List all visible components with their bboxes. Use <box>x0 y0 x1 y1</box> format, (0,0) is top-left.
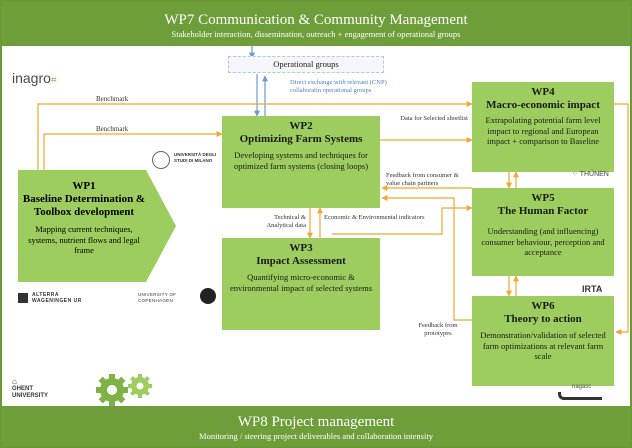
wp3-title: WP3 <box>289 242 313 254</box>
wp1-title: WP1 <box>72 180 96 192</box>
arrow-benchmark-wp2 <box>43 131 223 170</box>
alterra-logo-text: ALTERRA WAGENINGEN UR <box>32 292 82 304</box>
arrow-wp3-to-wp5 <box>332 205 473 235</box>
wp7-title: WP7 Communication & Community Management <box>164 12 468 28</box>
alterra-logo: ALTERRA WAGENINGEN UR <box>18 292 100 306</box>
thunen-mark-icon: ⁘ <box>572 171 580 178</box>
inagro-mark-icon: ⌗ <box>50 75 57 86</box>
arrow-benchmark-wp4 <box>37 101 473 170</box>
wp8-title: WP8 Project management <box>237 414 395 430</box>
copenhagen-seal-icon <box>200 288 216 304</box>
wp6-box: WP6 Theory to action Demonstration/valid… <box>472 296 614 386</box>
wp2-title: WP2 <box>289 120 313 132</box>
wp2-subtitle: Optimizing Farm Systems <box>239 133 363 145</box>
wp3-description: Quantifying micro-economic & environment… <box>229 272 373 293</box>
wp8-band: WP8 Project management Monitoring / stee… <box>2 406 630 446</box>
econ-env-label: Economic & Environmental indicators <box>324 214 425 221</box>
ghent-logo: ⌂ GHENT UNIVERSITY <box>12 378 52 399</box>
irta-logo: IRTA <box>582 284 603 294</box>
inagro-logo: inagro⌗ <box>12 70 57 86</box>
feedback-prototypes-label: Feedback from prototypes <box>418 322 458 337</box>
wp6-description: Demonstration/validation of selected far… <box>480 330 606 361</box>
wp7-band: WP7 Communication & Community Management… <box>2 2 630 46</box>
wp2-box: WP2 Optimizing Farm Systems Developing s… <box>222 116 380 208</box>
inagro-logo-text: inagro <box>12 70 51 86</box>
wp3-box: WP3 Impact Assessment Quantifying micro-… <box>222 238 380 330</box>
thunen-logo: ⁘ THÜNEN <box>572 170 609 178</box>
wp1-subtitle: Baseline Determination & Toolbox develop… <box>22 193 146 218</box>
wp1-description: Mapping current techniques, systems, nut… <box>28 224 140 255</box>
arrow-wp4-to-wp6 <box>614 103 629 335</box>
nagasc-logo-text: nagasc <box>572 384 592 390</box>
nagasc-mark-icon <box>558 392 602 400</box>
wp1-shape <box>18 170 176 282</box>
operational-groups-box: Operational groups <box>228 56 384 73</box>
copenhagen-logo-text: UNIVERSITY OF COPENHAGEN <box>138 292 177 303</box>
wp4-subtitle: Macro-economic impact <box>486 99 600 111</box>
milano-logo-text: UNIVERSITÀ DEGLI STUDI DI MILANO <box>174 152 217 163</box>
wp4-title: WP4 <box>531 86 555 98</box>
thunen-logo-text: THÜNEN <box>579 171 609 178</box>
nagasc-logo: nagasc <box>558 384 608 404</box>
wp6-title: WP6 <box>531 300 555 312</box>
gears-icon <box>96 374 152 406</box>
benchmark-label-1: Benchmark <box>96 95 129 103</box>
wp4-box: WP4 Macro-economic impact Extrapolating … <box>472 82 614 172</box>
milano-seal-icon <box>152 151 170 169</box>
alterra-mark-icon <box>18 293 28 303</box>
wp3-subtitle: Impact Assessment <box>256 255 346 267</box>
wp4-description: Extrapolating potential farm level impac… <box>485 115 601 146</box>
copenhagen-logo: UNIVERSITY OF COPENHAGEN <box>138 288 218 308</box>
ghent-building-icon: ⌂ <box>12 377 17 386</box>
wp8-subtitle: Monitoring / steering project deliverabl… <box>199 431 433 441</box>
wp5-description: Understanding (and influencing) consumer… <box>481 226 605 257</box>
ghent-logo-text: GHENT UNIVERSITY <box>12 386 49 399</box>
wp7-subtitle: Stakeholder interaction, dissemination, … <box>171 29 461 39</box>
wp5-subtitle: The Human Factor <box>497 205 589 217</box>
wp5-box: WP5 The Human Factor Understanding (and … <box>472 188 614 276</box>
arrow-wp6-to-wp2 <box>381 195 472 321</box>
milano-logo: UNIVERSITÀ DEGLI STUDI DI MILANO <box>152 150 218 172</box>
direct-exchange-label: Direct exchange with relevant (CNP) coll… <box>290 79 387 94</box>
technical-data-label: Technical & Analytical data <box>266 214 306 229</box>
feedback-consumer-label: Feedback from consumer & value chain par… <box>386 172 459 187</box>
benchmark-label-2: Benchmark <box>96 125 129 133</box>
wp5-title: WP5 <box>531 192 555 204</box>
wp2-description: Developing systems and techniques for op… <box>233 150 369 171</box>
wp1-box: WP1 Baseline Determination & Toolbox dev… <box>18 170 178 282</box>
data-shortlist-label: Data for Selected shortlist <box>400 115 468 122</box>
wp6-subtitle: Theory to action <box>504 313 582 325</box>
